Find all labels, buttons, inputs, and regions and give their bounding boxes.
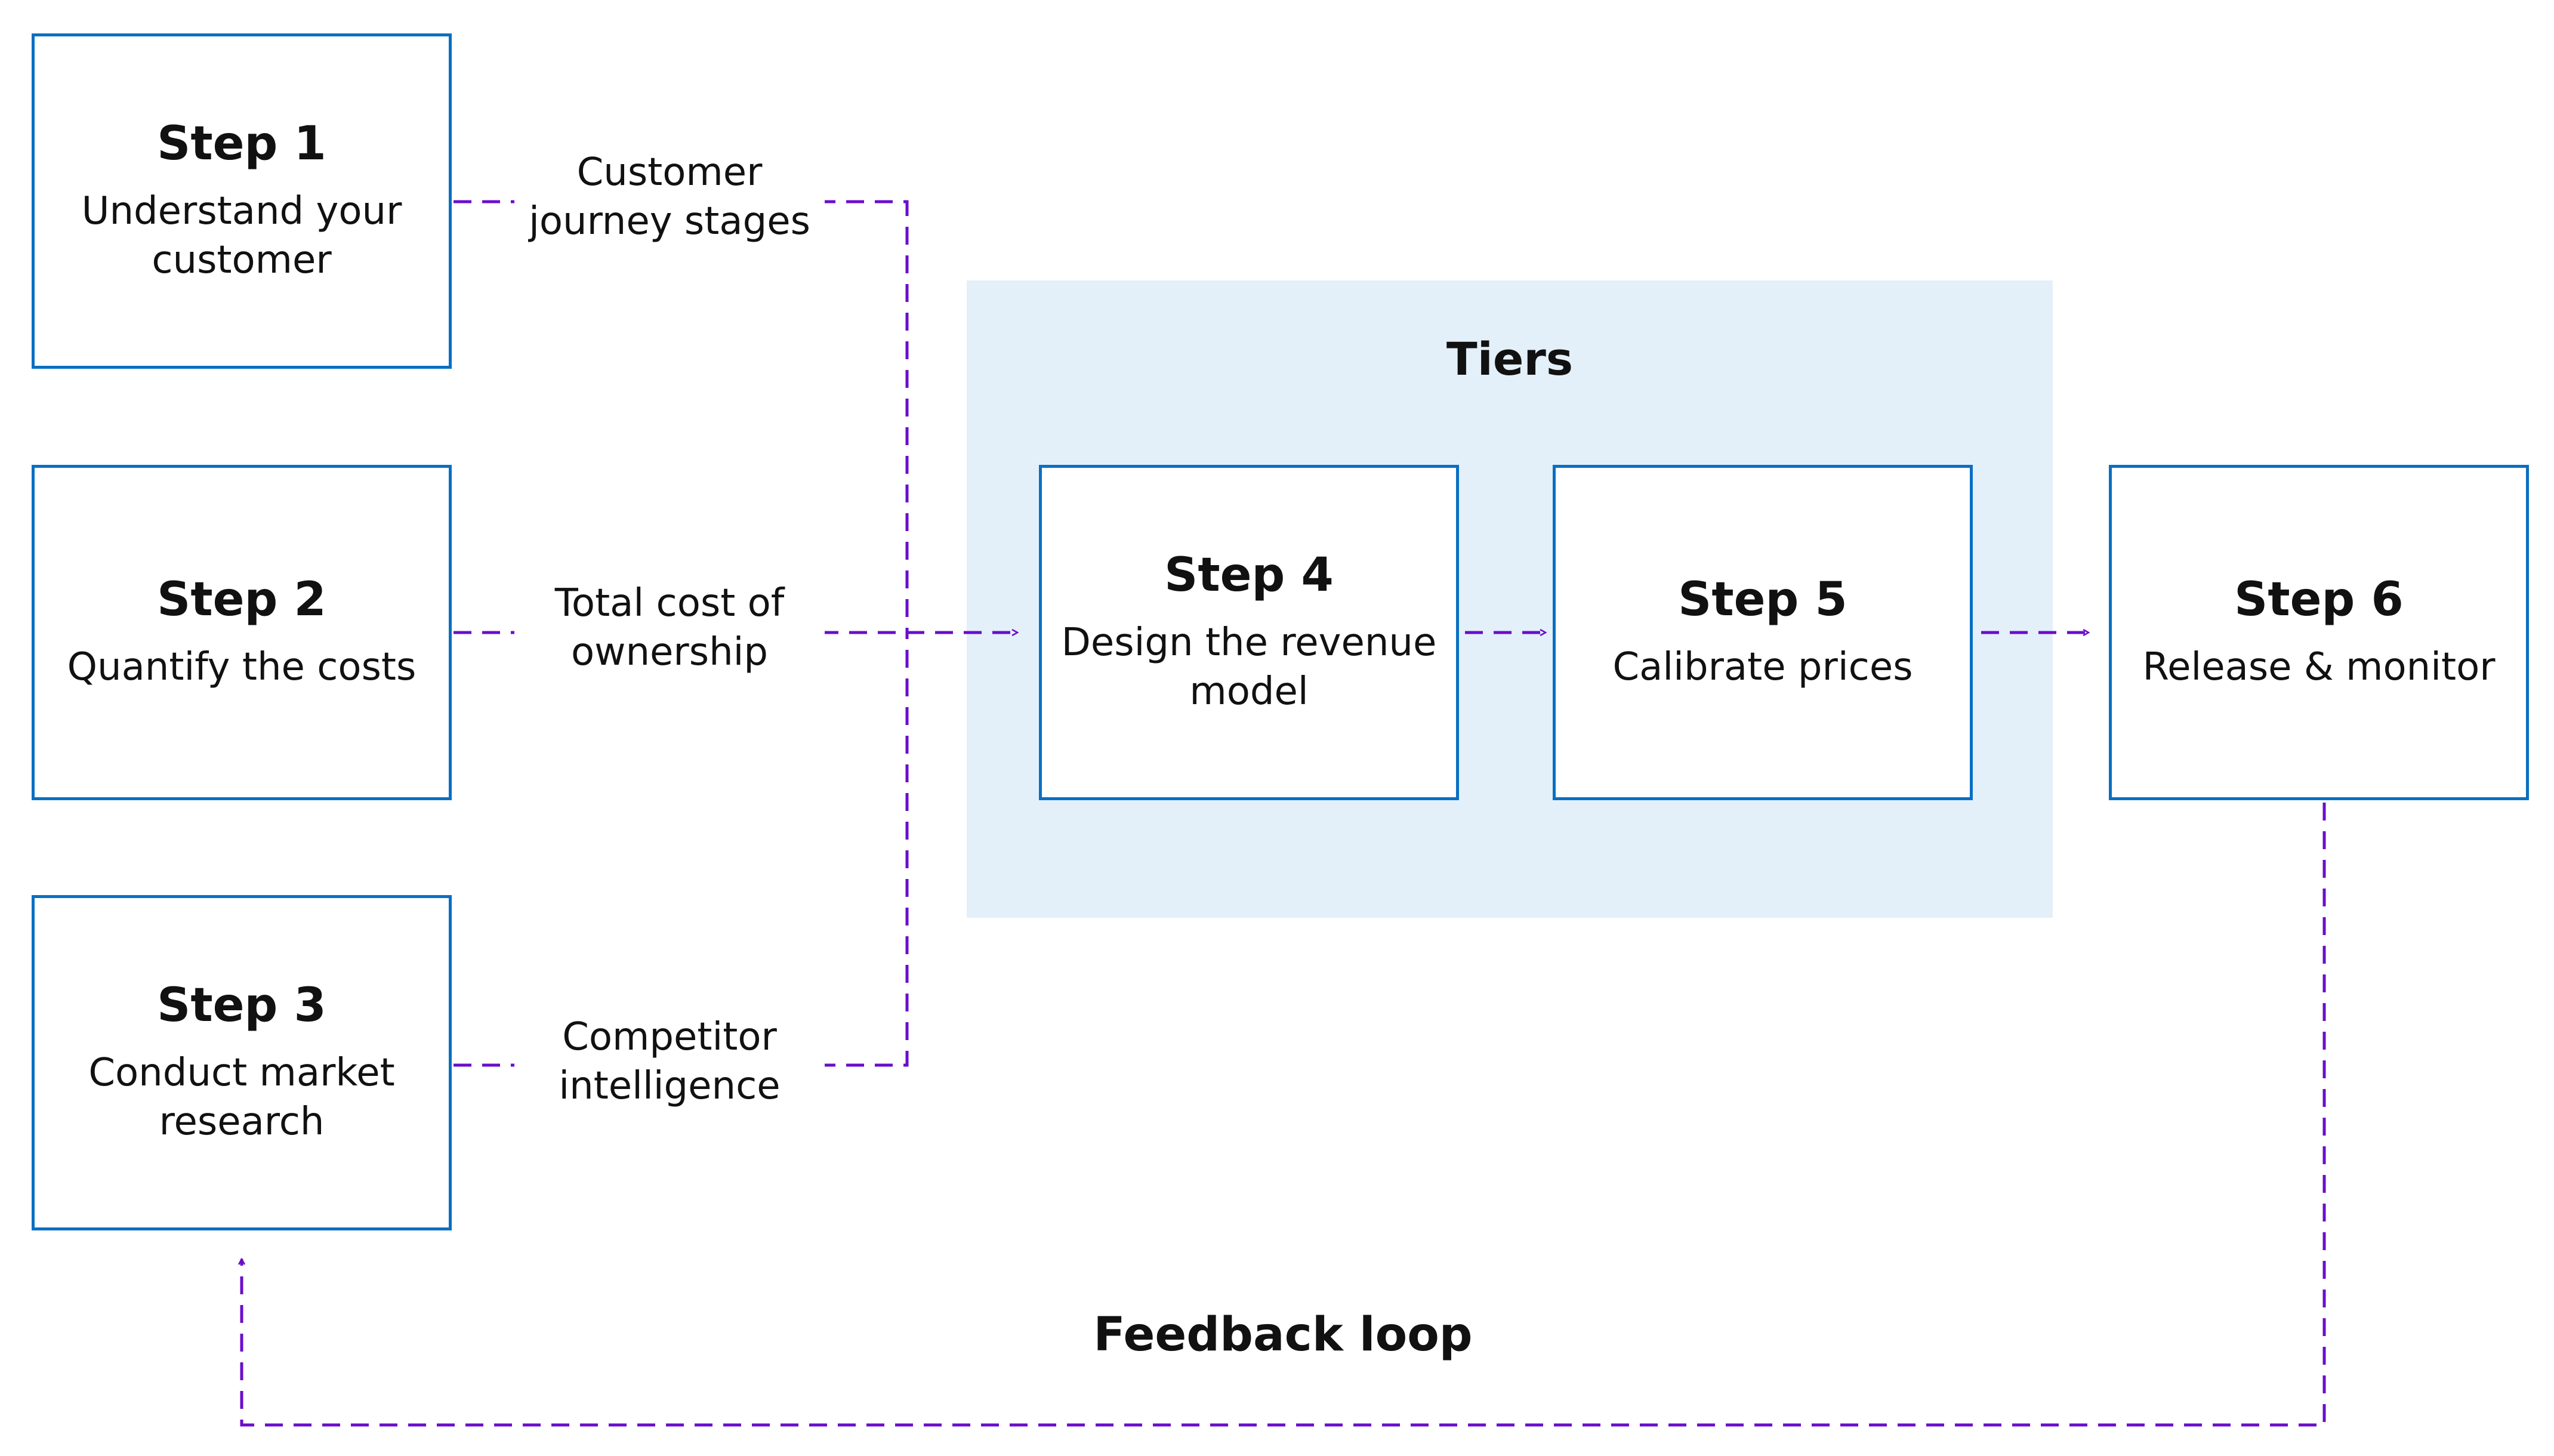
step-2-title: Step 2 [157, 573, 326, 627]
step-3-description: Conduct market research [88, 1050, 395, 1144]
step-6-description: Release & monitor [2142, 644, 2496, 689]
label-competitor-intelligence: Competitor intelligence [514, 1013, 825, 1110]
label-total-cost-of-ownership: Total cost of ownership [514, 579, 825, 677]
step-1-box: Step 1 Understand your customer [32, 33, 452, 369]
feedback-loop-line [242, 803, 2326, 1427]
step-3-box: Step 3 Conduct market research [32, 895, 452, 1230]
label-customer-journey-stages: Customer journey stages [514, 148, 825, 246]
step-1-description: Understand your customer [81, 189, 402, 282]
step-1-title: Step 1 [157, 117, 326, 171]
step-5-box: Step 5 Calibrate prices [1553, 465, 1973, 800]
step-6-box: Step 6 Release & monitor [2109, 465, 2529, 800]
step-4-box: Step 4 Design the revenue model [1039, 465, 1459, 800]
step-2-box: Step 2 Quantify the costs [32, 465, 452, 800]
step-3-title: Step 3 [157, 979, 326, 1033]
connector-step1-right [818, 200, 909, 633]
step-6-title: Step 6 [2234, 573, 2404, 627]
feedback-loop-label: Feedback loop [1093, 1308, 1473, 1362]
tiers-title: Tiers [1446, 332, 1574, 385]
step-4-description: Design the revenue model [1061, 620, 1437, 714]
step-5-description: Calibrate prices [1612, 644, 1913, 689]
step-2-description: Quantify the costs [67, 644, 417, 689]
step-4-title: Step 4 [1164, 548, 1334, 603]
step-5-title: Step 5 [1678, 573, 1847, 627]
connector-step3-right [818, 633, 909, 1067]
